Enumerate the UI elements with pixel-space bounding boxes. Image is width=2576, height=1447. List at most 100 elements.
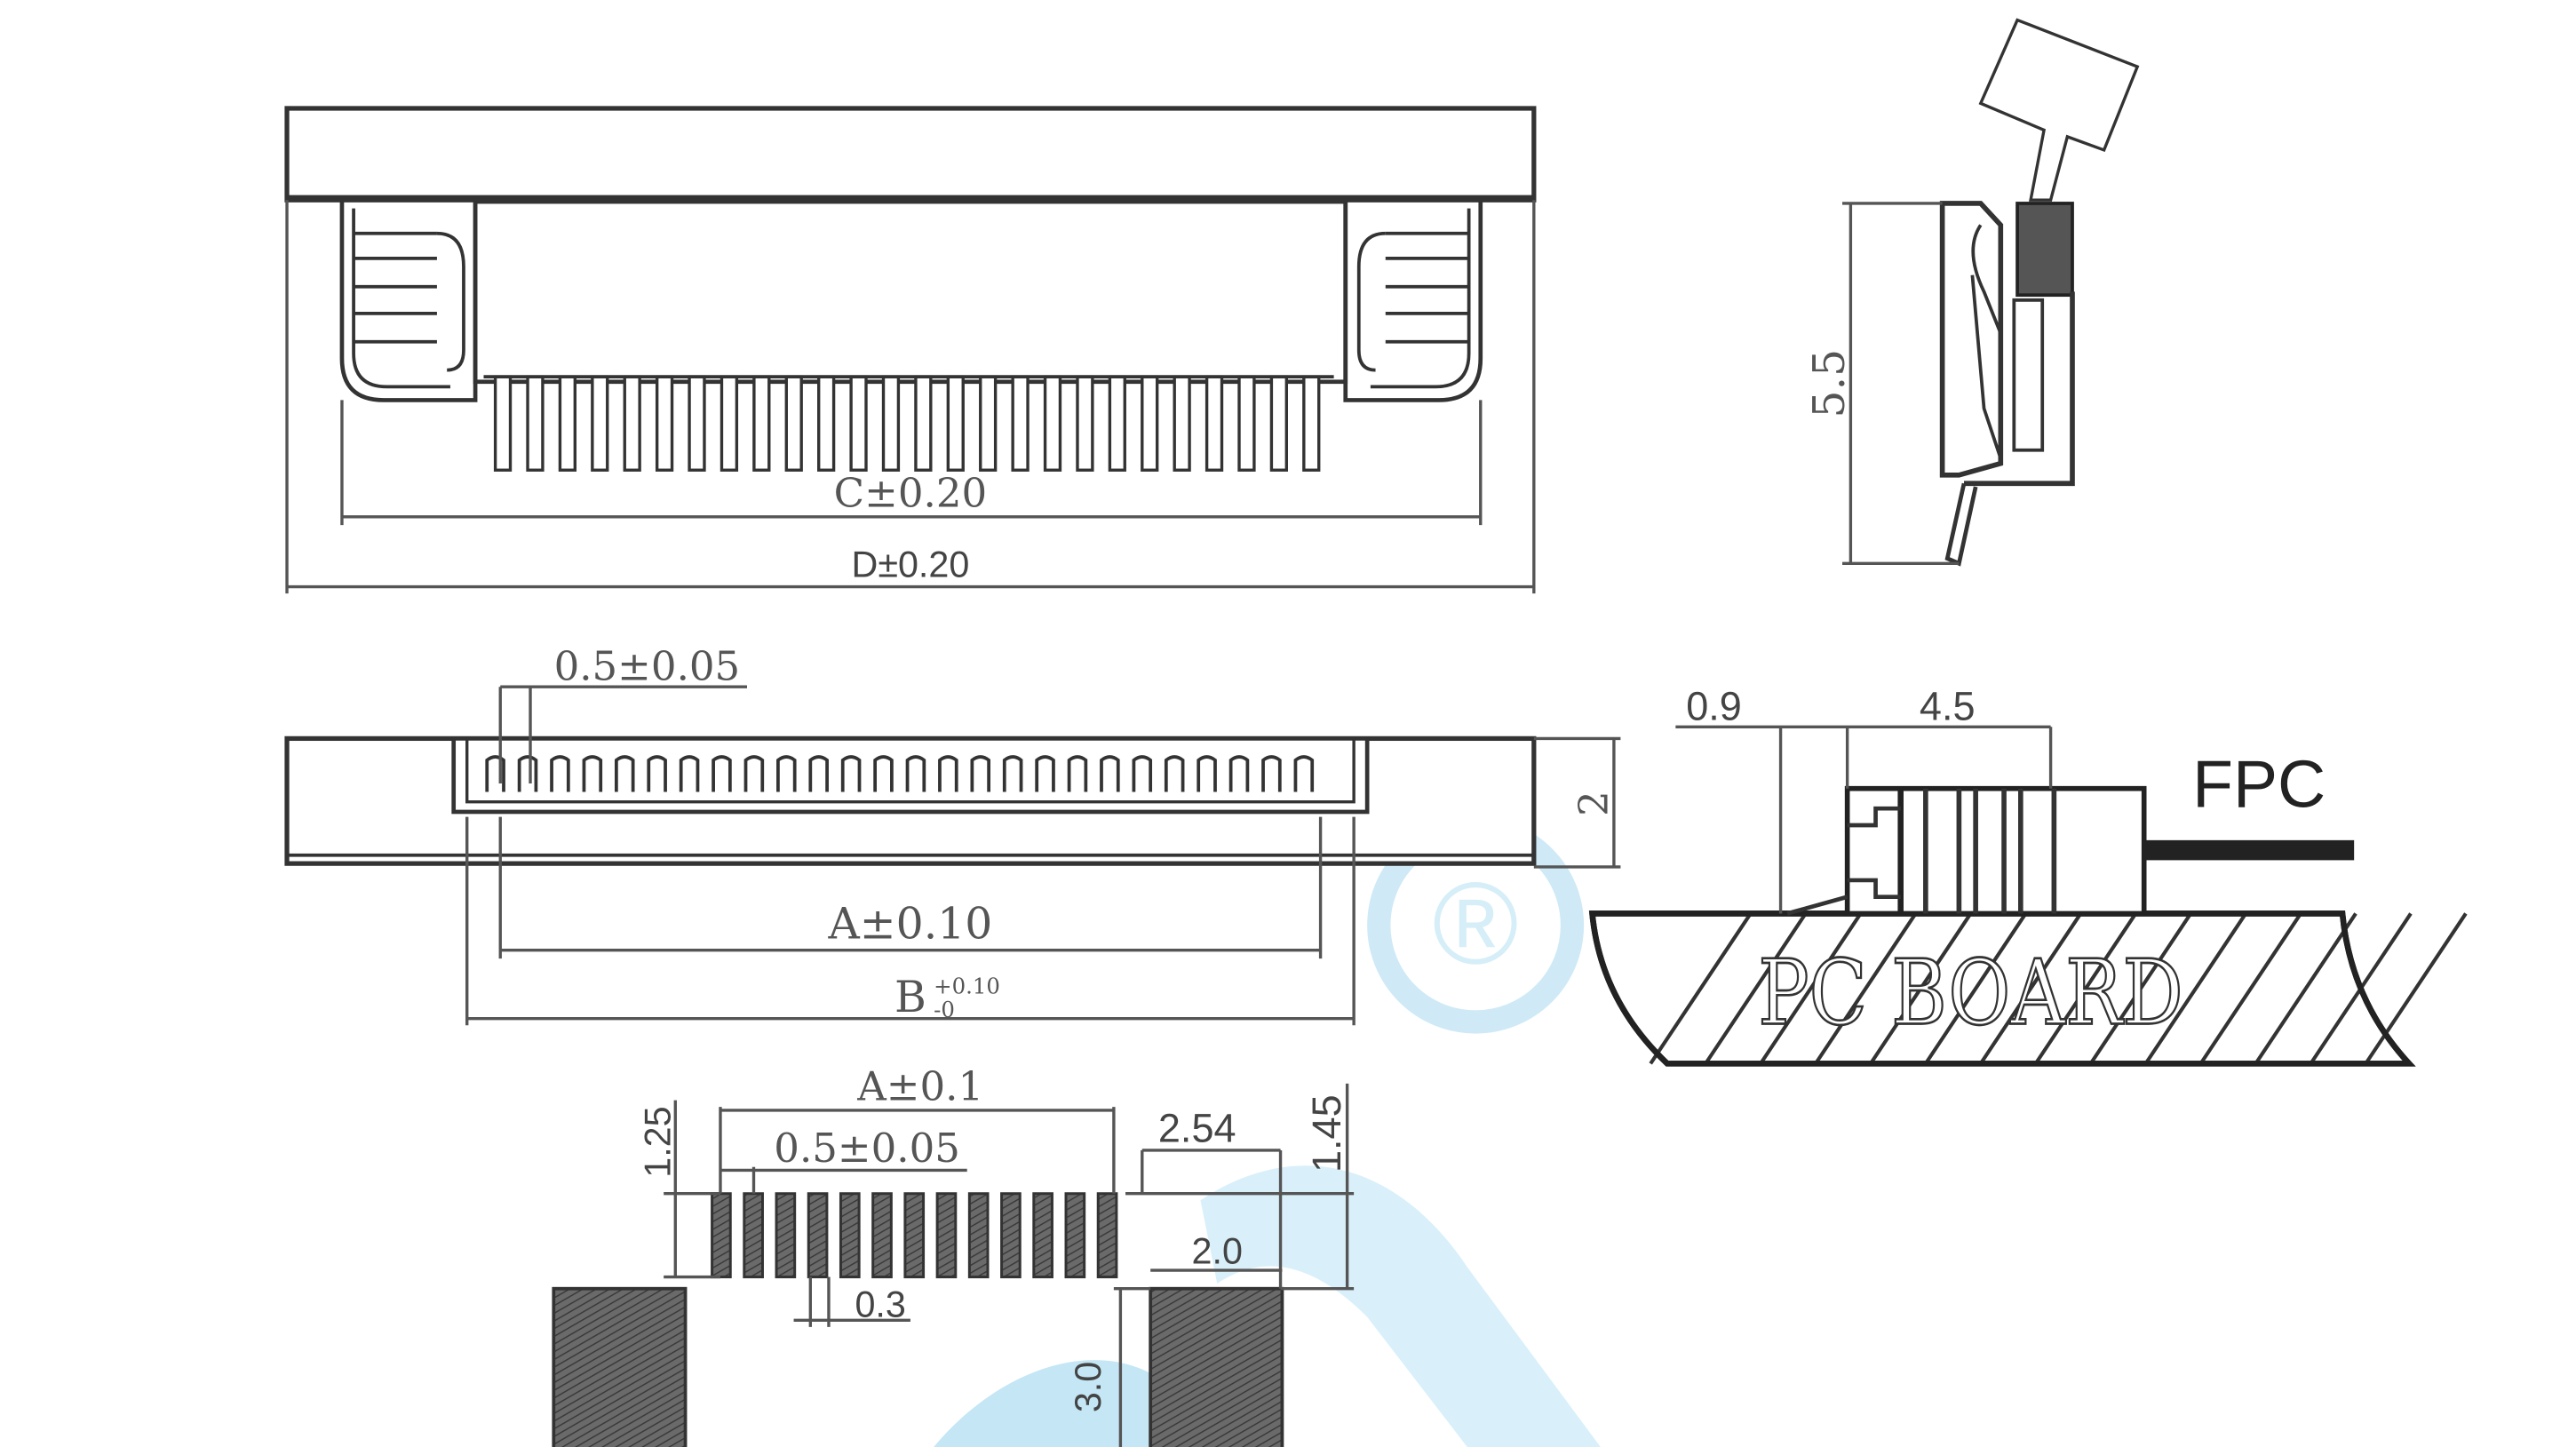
front-view-dim-b-minus: -0 [934, 997, 955, 1022]
top-view-pin [526, 375, 545, 472]
board-hatch-line [1704, 912, 1808, 1065]
board-hatch-line [1649, 912, 1753, 1065]
board-hatch-line [2033, 912, 2138, 1065]
mount-view-fpc-cable [2143, 839, 2355, 861]
footprint-dim-pitch: 0.5±0.05 [774, 1125, 960, 1172]
front-view-pin [1261, 755, 1282, 792]
top-view-pin [1108, 375, 1126, 472]
footprint-pad [1032, 1192, 1053, 1279]
top-view-pin [1269, 375, 1288, 472]
front-view-pin [743, 755, 765, 792]
mount-view-label-fpc: FPC [2192, 746, 2326, 821]
front-view-dim-thickness: 2 [1570, 791, 1617, 816]
top-view-left-latch [339, 202, 478, 402]
side-view-dim-height: 5.5 [1804, 349, 1855, 418]
front-view-pin [873, 755, 894, 792]
footprint-pad [807, 1192, 829, 1279]
footprint-pad [839, 1192, 861, 1279]
top-view-pin [720, 375, 739, 472]
mount-view-connector [1786, 785, 2355, 917]
top-view-dim-d: D±0.20 [852, 544, 970, 584]
front-view-pin [647, 755, 667, 792]
front-view-dim-b-plus: +0.10 [934, 974, 1000, 999]
front-view-pin [1002, 755, 1023, 792]
front-view-pin [808, 755, 829, 792]
front-view-pin [970, 755, 991, 792]
top-view-right-latch [1343, 202, 1483, 402]
top-view-pin [1141, 375, 1159, 472]
footprint-left-tab [552, 1286, 688, 1447]
top-view-pin [1237, 375, 1256, 472]
top-view-pin [979, 375, 998, 472]
front-view-dim-b: B [894, 972, 926, 1022]
top-view-dim-c: C±0.20 [834, 470, 987, 517]
top-view-pin [688, 375, 706, 472]
front-view-pin [517, 755, 538, 792]
side-view-housing [1939, 201, 2004, 478]
board-hatch-line [1869, 912, 1973, 1065]
top-view-pin-row [483, 375, 1334, 472]
footprint-dim-pad-w: 0.3 [855, 1284, 905, 1325]
footprint-pad [743, 1192, 764, 1279]
footprint-pad-row [711, 1192, 1118, 1279]
top-view-pin [752, 375, 771, 472]
board-hatch-line [1814, 912, 1918, 1065]
top-view-pin [1173, 375, 1191, 472]
mount-view-label-board: PC BOARD [1758, 940, 2183, 1045]
top-view-pin [946, 375, 965, 472]
front-view-pin [1067, 755, 1088, 792]
front-view-pin [1164, 755, 1185, 792]
front-view-dim-a: A±0.10 [828, 899, 993, 950]
front-view-pin [905, 755, 926, 792]
side-view-contact-dark [2015, 202, 2074, 298]
front-view-pin [712, 755, 732, 792]
footprint-pad [967, 1192, 990, 1279]
mount-view-dim-left: 0.9 [1686, 684, 1742, 729]
front-view-pin [1132, 755, 1153, 792]
footprint-pad [775, 1192, 797, 1279]
board-hatch-line [2364, 912, 2468, 1065]
top-view-pin [591, 375, 609, 472]
watermark-band [1200, 1165, 1601, 1447]
top-view-cover [284, 106, 1537, 203]
front-view-pin [550, 755, 570, 792]
side-view: 5.5 [1804, 18, 2140, 567]
footprint-right-tab [1149, 1286, 1284, 1447]
front-view-pin [1197, 755, 1217, 792]
side-view-actuator [1978, 18, 2140, 202]
top-view-pin [1011, 375, 1030, 472]
mount-view-dim-right: 4.5 [1920, 684, 1976, 729]
front-view-pin [938, 755, 958, 792]
top-view-pin [849, 375, 868, 472]
board-hatch-line [1979, 912, 2083, 1065]
front-view-pin [1100, 755, 1120, 792]
mount-view-board-hatch [1649, 912, 2468, 1065]
footprint-pad [871, 1192, 893, 1279]
board-hatch-line [2143, 912, 2247, 1065]
footprint-pad [711, 1192, 732, 1279]
front-view-pin-row [485, 755, 1315, 792]
top-view-pin [784, 375, 803, 472]
front-view-pin [614, 755, 635, 792]
top-view-pin [881, 375, 901, 472]
top-view-body [473, 199, 1348, 385]
front-view-pin [679, 755, 700, 792]
watermark-symbol: ® [1433, 858, 1519, 989]
footprint-pad [1000, 1192, 1022, 1279]
top-view-pin [1043, 375, 1062, 472]
front-view: 0.5±0.05 A±0.10 B +0.10 -0 2 [284, 643, 1621, 1026]
top-view-pin [1205, 375, 1224, 472]
front-view-pin [582, 755, 603, 792]
top-view-pin [623, 375, 641, 472]
front-view-pin [840, 755, 862, 792]
top-view-pin [558, 375, 577, 472]
footprint: A±0.1 0.5±0.05 2.54 1.25 1.45 2.0 0.3 3.… [552, 1063, 1355, 1447]
mount-view: 0.9 4.5 FPC PC BOARD [1588, 684, 2468, 1067]
footprint-dim-offset: 2.54 [1158, 1106, 1236, 1151]
front-view-dim-pitch: 0.5±0.05 [554, 643, 741, 690]
front-view-pin [1035, 755, 1055, 792]
front-view-pin [776, 755, 797, 792]
front-view-pin [485, 755, 505, 792]
top-view-pin [1076, 375, 1094, 472]
